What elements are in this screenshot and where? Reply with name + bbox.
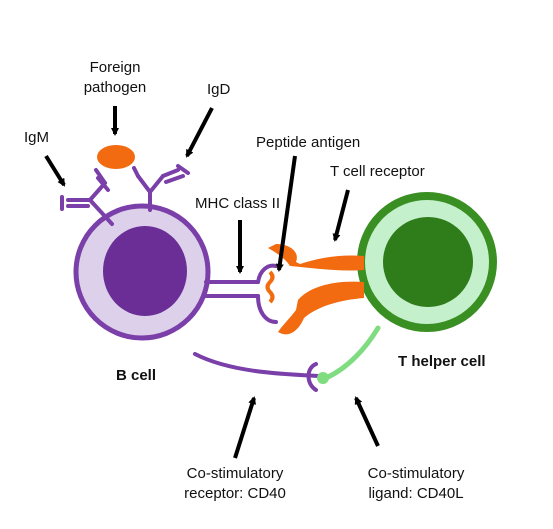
foreign-pathogen-line2: pathogen <box>83 79 147 96</box>
arrow-t-cell-receptor <box>332 189 350 242</box>
costim-ligand-line2: ligand: CD40L <box>368 485 464 502</box>
label-igd: IgD <box>207 81 231 98</box>
arrow-igd <box>185 107 214 158</box>
peptide-antigen <box>265 270 275 304</box>
label-peptide-antigen: Peptide antigen <box>256 134 361 151</box>
costim-ligand-line1: Co-stimulatory <box>367 465 465 482</box>
mhc-class-ii <box>204 263 278 324</box>
label-t-helper-cell: T helper cell <box>398 353 486 370</box>
cd40l-ligand-tip <box>317 372 329 384</box>
receptor-stem-right <box>136 174 165 212</box>
t-helper-cell <box>357 192 497 332</box>
b-cell-receptors <box>60 164 190 226</box>
arrow-igm <box>44 154 66 187</box>
cd40l-ligand <box>323 325 381 381</box>
arrow-cd40l <box>354 396 380 447</box>
arrow-cd40 <box>233 396 257 459</box>
arrow-peptide-antigen <box>275 155 297 272</box>
label-igm: IgM <box>24 129 50 146</box>
t-cell-nucleus <box>383 217 473 307</box>
costim-receptor-line1: Co-stimulatory <box>186 465 284 482</box>
label-costim-receptor: Co-stimulatory receptor: CD40 <box>165 464 305 504</box>
receptor-arm-center <box>94 168 110 192</box>
t-cell-receptor <box>268 244 364 335</box>
b-cell <box>73 203 211 341</box>
receptor-arm-pathogen <box>132 166 140 178</box>
label-mhc-class-ii: MHC class II <box>195 195 281 212</box>
label-b-cell: B cell <box>116 367 157 384</box>
label-foreign-pathogen: Foreign pathogen <box>75 58 155 98</box>
b-cell-nucleus <box>103 226 187 316</box>
foreign-pathogen-line1: Foreign <box>89 59 141 76</box>
igd-receptor <box>161 164 190 184</box>
cd40-receptor <box>193 352 324 392</box>
igm-receptor <box>60 195 92 211</box>
label-t-cell-receptor: T cell receptor <box>330 163 425 180</box>
costim-receptor-line2: receptor: CD40 <box>184 485 286 502</box>
foreign-pathogen <box>97 145 135 169</box>
label-costim-ligand: Co-stimulatory ligand: CD40L <box>346 464 486 504</box>
